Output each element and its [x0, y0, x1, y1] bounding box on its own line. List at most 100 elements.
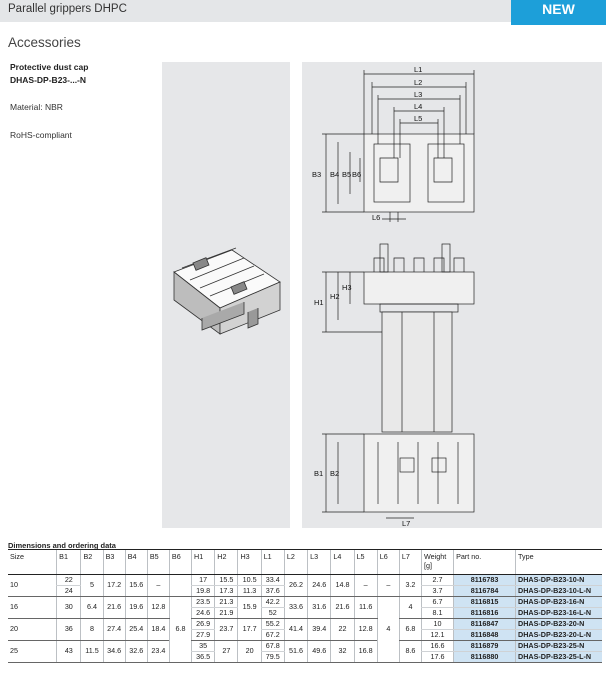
B4-cell: 15.6 — [124, 574, 148, 597]
L3-cell: 39.4 — [307, 618, 331, 641]
part-number-cell: 8116879 — [453, 640, 516, 652]
L7-cell: 4 — [398, 596, 422, 619]
type-cell: DHAS-DP-B23-16-L-N — [515, 607, 602, 619]
H2-cell: 15.5 — [214, 574, 238, 586]
B2-cell: 8 — [80, 618, 104, 641]
H2-cell: 27 — [214, 640, 238, 663]
H2-cell: 21.9 — [214, 607, 238, 619]
H3-cell: 17.7 — [237, 618, 262, 641]
col-header-h1: H1 — [191, 550, 215, 575]
technical-drawing: L1 L2 L3 L4 L5 L6 B3 B4 B5 B6 H1 H2 H3 B… — [312, 65, 475, 528]
L5-cell: 11.6 — [353, 596, 378, 619]
L7-cell: 6.8 — [398, 618, 422, 641]
col-header-weight-g-: Weight [g] — [420, 550, 454, 575]
L3-cell: 24.6 — [307, 574, 331, 597]
B3-cell: 17.2 — [102, 574, 126, 597]
H3-cell: 10.5 — [237, 574, 262, 586]
H1-cell: 35 — [191, 640, 215, 652]
dim-B1-label: B1 — [314, 469, 323, 478]
L2-cell: 41.4 — [283, 618, 308, 641]
L6-cell: 4 — [376, 596, 400, 663]
size-cell: 10 — [8, 574, 57, 597]
L4-cell: 32 — [330, 640, 355, 663]
L2-cell: 26.2 — [283, 574, 308, 597]
H1-cell: 26.9 — [191, 618, 215, 630]
section-title: Accessories — [8, 35, 81, 50]
L1-cell: 42.2 — [260, 596, 285, 608]
new-badge: NEW — [511, 0, 606, 25]
type-cell: DHAS-DP-B23-20-N — [515, 618, 602, 630]
col-header-l7: L7 — [398, 550, 422, 575]
L2-cell: 51.6 — [283, 640, 308, 663]
weight-cell: 16.6 — [420, 640, 454, 652]
L1-cell: 55.2 — [260, 618, 285, 630]
type-cell: DHAS-DP-B23-10-L-N — [515, 585, 602, 597]
H1-cell: 19.8 — [191, 585, 215, 597]
col-header-l6: L6 — [376, 550, 400, 575]
B6-cell — [168, 574, 192, 597]
H1-cell: 24.6 — [191, 607, 215, 619]
dust-cap-isometric-image — [173, 247, 281, 335]
dim-B3-label: B3 — [312, 170, 321, 179]
product-image-panel — [162, 62, 290, 528]
dim-L1-label: L1 — [414, 65, 422, 74]
col-header-b3: B3 — [102, 550, 126, 575]
B5-cell: 12.8 — [146, 596, 170, 619]
type-cell: DHAS-DP-B23-25-L-N — [515, 651, 602, 663]
L1-cell: 52 — [260, 607, 285, 619]
type-cell: DHAS-DP-B23-25-N — [515, 640, 602, 652]
dim-L4-label: L4 — [414, 102, 422, 111]
dim-B4-label: B4 — [330, 170, 339, 179]
weight-cell: 8.1 — [420, 607, 454, 619]
table-caption: Dimensions and ordering data — [8, 541, 602, 550]
dim-L6-label: L6 — [372, 213, 380, 222]
dim-B5-label: B5 — [342, 170, 351, 179]
B1-cell: 22 — [56, 574, 81, 586]
H3-cell: 20 — [237, 640, 262, 663]
H1-cell: 17 — [191, 574, 215, 586]
B2-cell: 11.5 — [80, 640, 104, 663]
weight-cell: 6.7 — [420, 596, 454, 608]
L1-cell: 67.2 — [260, 629, 285, 641]
col-header-l1: L1 — [260, 550, 285, 575]
dim-L2-label: L2 — [414, 78, 422, 87]
dim-L7-label: L7 — [402, 519, 410, 528]
B5-cell: 18.4 — [146, 618, 170, 641]
B2-cell: 6.4 — [80, 596, 104, 619]
L6-cell: – — [376, 574, 400, 597]
dim-H1-label: H1 — [314, 298, 324, 307]
L1-cell: 37.6 — [260, 585, 285, 597]
B5-cell: 23.4 — [146, 640, 170, 663]
L5-cell: 12.8 — [353, 618, 378, 641]
size-cell: 20 — [8, 618, 57, 641]
L3-cell: 31.6 — [307, 596, 331, 619]
dim-H2-label: H2 — [330, 292, 340, 301]
col-header-b2: B2 — [80, 550, 104, 575]
dim-B6-label: B6 — [352, 170, 361, 179]
col-header-l5: L5 — [353, 550, 378, 575]
part-number-cell: 8116848 — [453, 629, 516, 641]
part-number-cell: 8116847 — [453, 618, 516, 630]
H1-cell: 27.9 — [191, 629, 215, 641]
L4-cell: 22 — [330, 618, 355, 641]
col-header-b1: B1 — [56, 550, 81, 575]
dim-L5-label: L5 — [414, 114, 422, 123]
L5-cell: – — [353, 574, 378, 597]
B4-cell: 19.6 — [124, 596, 148, 619]
col-header-part-no-: Part no. — [453, 550, 516, 575]
part-number-cell: 8116816 — [453, 607, 516, 619]
B1-cell: 43 — [56, 640, 81, 663]
L3-cell: 49.6 — [307, 640, 331, 663]
weight-cell: 17.6 — [420, 651, 454, 663]
L1-cell: 33.4 — [260, 574, 285, 586]
